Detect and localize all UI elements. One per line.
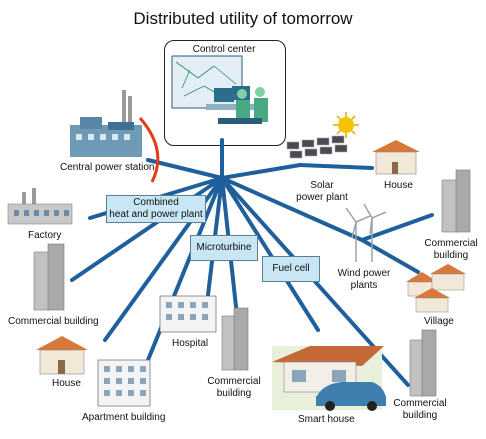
commercial-br-line2: building [402,410,438,421]
solar-label-line1: Solar [310,180,334,191]
apartment-building-icon [97,359,151,407]
control-center-icon [171,55,268,124]
control-center-label: Control center [192,44,256,55]
village-label: Village [424,316,454,327]
commercial-mid-line1: Commercial [207,376,261,387]
wind-label-line2: plants [350,280,378,291]
smart-house-icon [272,346,386,411]
central-power-station-label: Central power station [60,162,155,173]
chp-line1: Combined [133,197,179,208]
commercial-building-right-label: Commercial building [424,238,478,262]
solar-label-line2: power plant [296,192,348,203]
factory-icon [7,188,73,225]
fuel-cell-box: Fuel cell [262,256,320,282]
wind-power-plants-label: Wind power plants [334,268,394,292]
house-top-label: House [384,180,413,191]
village-icon [406,264,466,313]
factory-label: Factory [28,230,62,241]
chp-line2: heat and power plant [109,209,203,220]
house-bottom-icon [36,336,88,375]
commercial-mid-line2: building [216,388,252,399]
solar-power-plant-label: Solar power plant [290,180,354,204]
commercial-building-right-icon [441,169,471,233]
wind-turbines-icon [345,203,387,262]
line-smart-house [220,176,320,332]
diagram-title: Distributed utility of tomorrow [133,9,353,28]
commercial-building-mid-icon [221,307,249,371]
commercial-building-br-icon [409,329,437,397]
central-power-station-icon [70,90,142,157]
sun-icon [333,112,359,138]
house-bottom-label: House [52,378,81,389]
supply-arc [138,117,160,183]
commercial-br-line1: Commercial [393,398,447,409]
line-wind [220,176,364,242]
smart-house-label: Smart house [298,414,355,425]
house-top-icon [372,140,420,175]
commercial-right-line2: building [433,250,469,261]
commercial-building-br-label: Commercial building [392,398,448,422]
line-house-top [298,163,374,170]
commercial-building-mid-label: Commercial building [206,376,262,400]
hospital-icon [159,295,217,333]
commercial-building-left-icon [33,243,65,311]
line-solar [220,163,302,180]
line-central-power-station [146,158,224,180]
commercial-right-line1: Commercial [424,238,478,249]
solar-panels-icon [286,135,348,159]
microturbine-box: Microturbine [190,235,258,261]
line-commercial-right [360,213,434,242]
commercial-building-left-label: Commercial building [8,316,99,327]
chp-box: Combined heat and power plant [106,195,206,223]
hospital-label: Hospital [172,338,209,349]
apartment-building-label: Apartment building [82,412,166,423]
wind-label-line1: Wind power [337,268,391,279]
